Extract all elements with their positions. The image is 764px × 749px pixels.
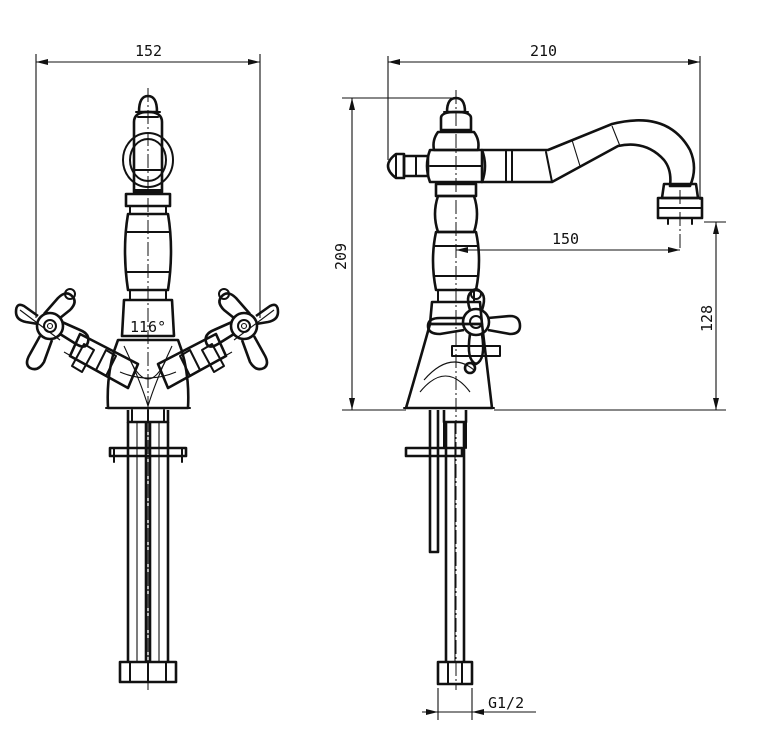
front-column — [120, 192, 176, 338]
spout-reach-label: 150 — [552, 230, 579, 248]
front-width-label: 152 — [135, 42, 162, 60]
front-width-dimension: 152 — [35, 42, 261, 318]
side-rear-knob — [386, 152, 430, 180]
side-width-label: 210 — [530, 42, 557, 60]
side-shank — [404, 410, 474, 686]
thread-label: G1/2 — [488, 694, 524, 712]
front-view: 116° — [14, 42, 280, 690]
overall-height-label: 209 — [332, 243, 350, 270]
side-width-dimension: 210 — [387, 42, 701, 200]
front-shank — [108, 409, 188, 684]
front-left-handle — [14, 288, 140, 390]
thread-dimension: G1/2 — [422, 688, 536, 720]
overall-height-dimension: 209 — [332, 97, 452, 411]
front-right-handle — [156, 288, 280, 390]
spout-height-dimension: 128 — [494, 221, 726, 411]
side-view: 210 209 150 128 — [332, 42, 726, 720]
side-spout — [480, 119, 704, 225]
side-body — [403, 288, 522, 410]
spout-reach-dimension: 150 — [456, 230, 680, 253]
spout-height-label: 128 — [698, 305, 716, 332]
